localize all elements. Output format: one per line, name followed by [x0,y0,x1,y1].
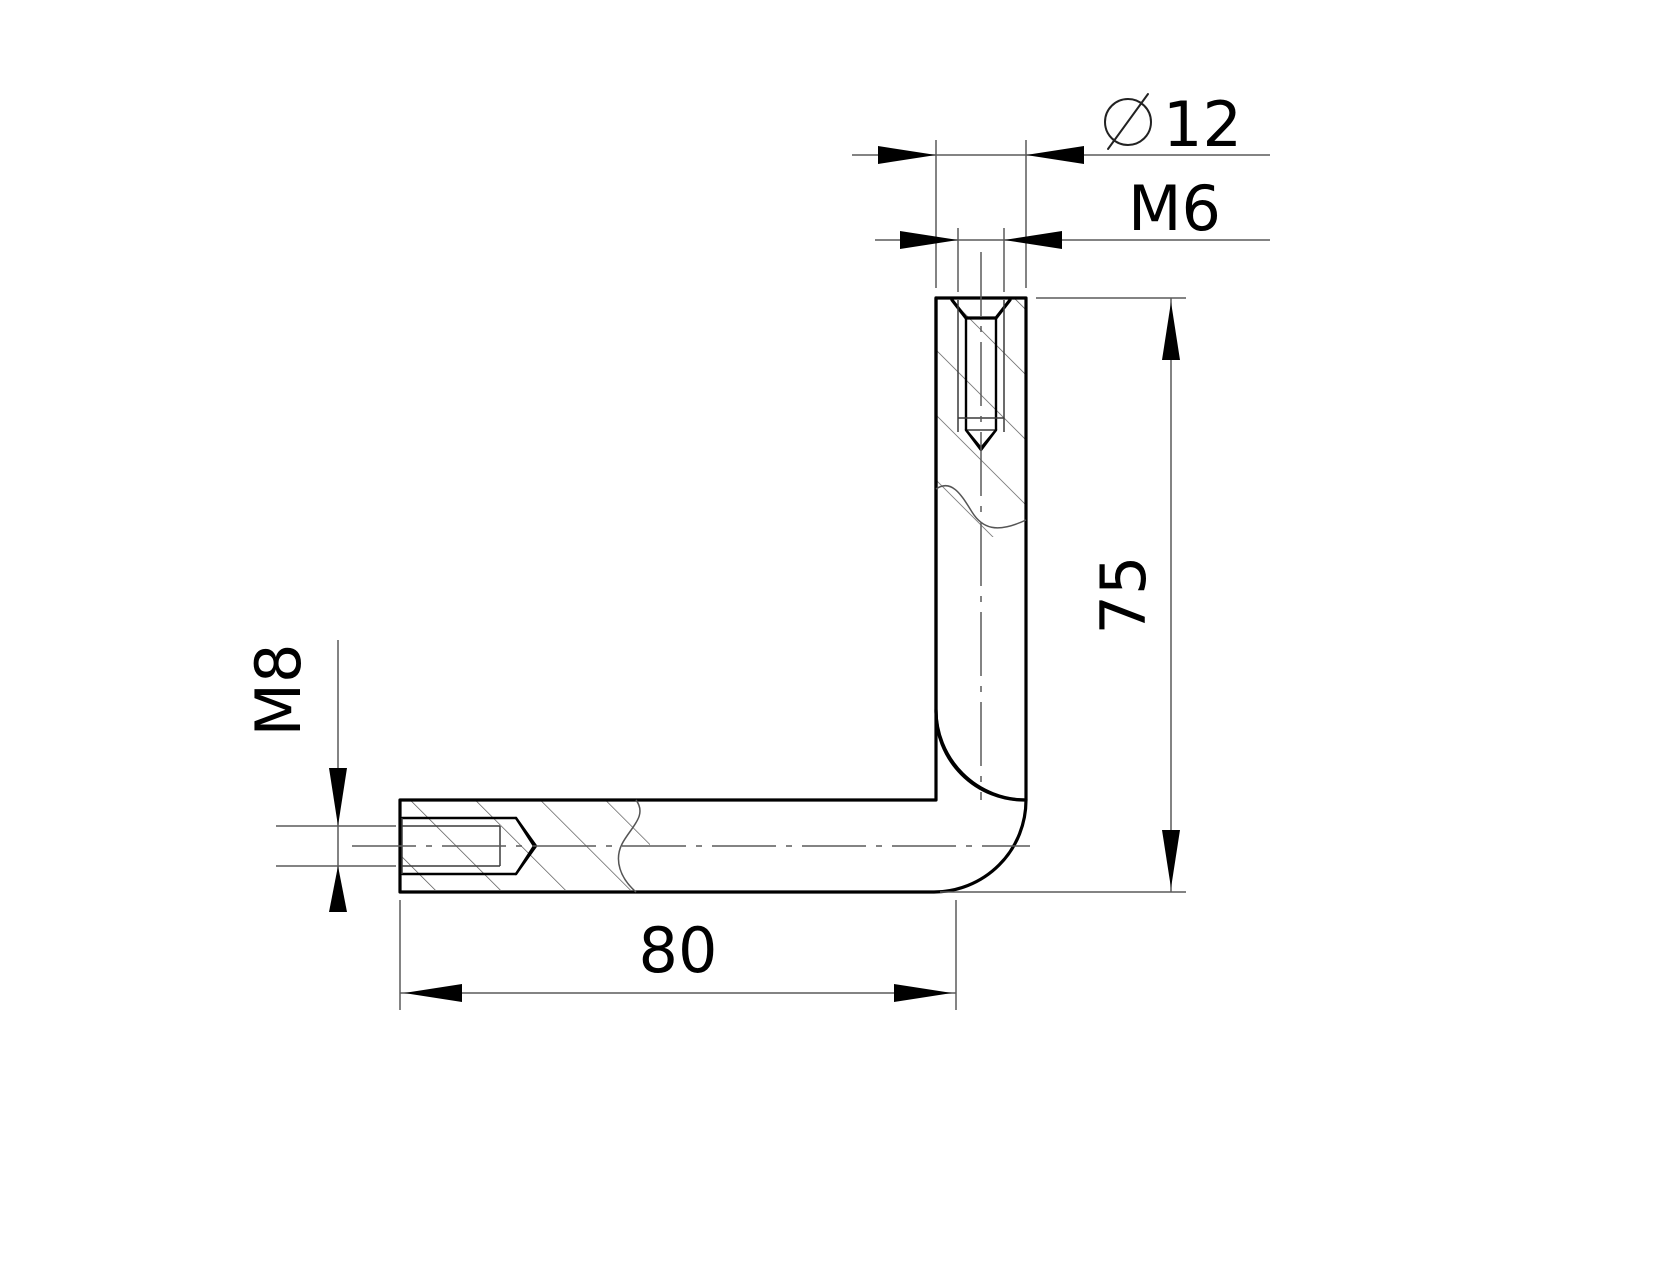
diameter-symbol [1104,93,1152,150]
m6-thread-label: M6 [1128,172,1221,245]
length-dimension-label: 80 [639,914,718,987]
section-hatching [400,298,1026,890]
m8-thread-label: M8 [242,644,315,737]
dimension-arrowhead [894,984,952,1002]
dimension-height-75: 75 [940,297,1186,893]
center-lines [352,252,1030,847]
part-outline [398,296,1028,894]
height-dimension-label: 75 [1087,556,1160,635]
dimension-arrowhead [1026,146,1084,164]
dimension-arrowhead [404,984,462,1002]
diameter-dimension-label: 12 [1163,88,1242,161]
dimension-arrowhead [329,768,347,826]
dimension-m6-thread: M6 [875,172,1270,292]
dimension-arrowhead [878,146,936,164]
dimension-arrowhead [1004,231,1062,249]
dimension-length-80: 80 [399,900,957,1010]
dimension-diameter-12: 12 [852,88,1270,288]
dimension-arrowhead [329,866,347,912]
dimension-arrowhead [1162,302,1180,360]
elbow-corner-detail [934,296,1026,802]
dimension-m8-thread: M8 [242,640,396,912]
break-lines [617,484,1027,893]
dimension-arrowhead [1162,830,1180,888]
dimension-arrowhead [900,231,958,249]
